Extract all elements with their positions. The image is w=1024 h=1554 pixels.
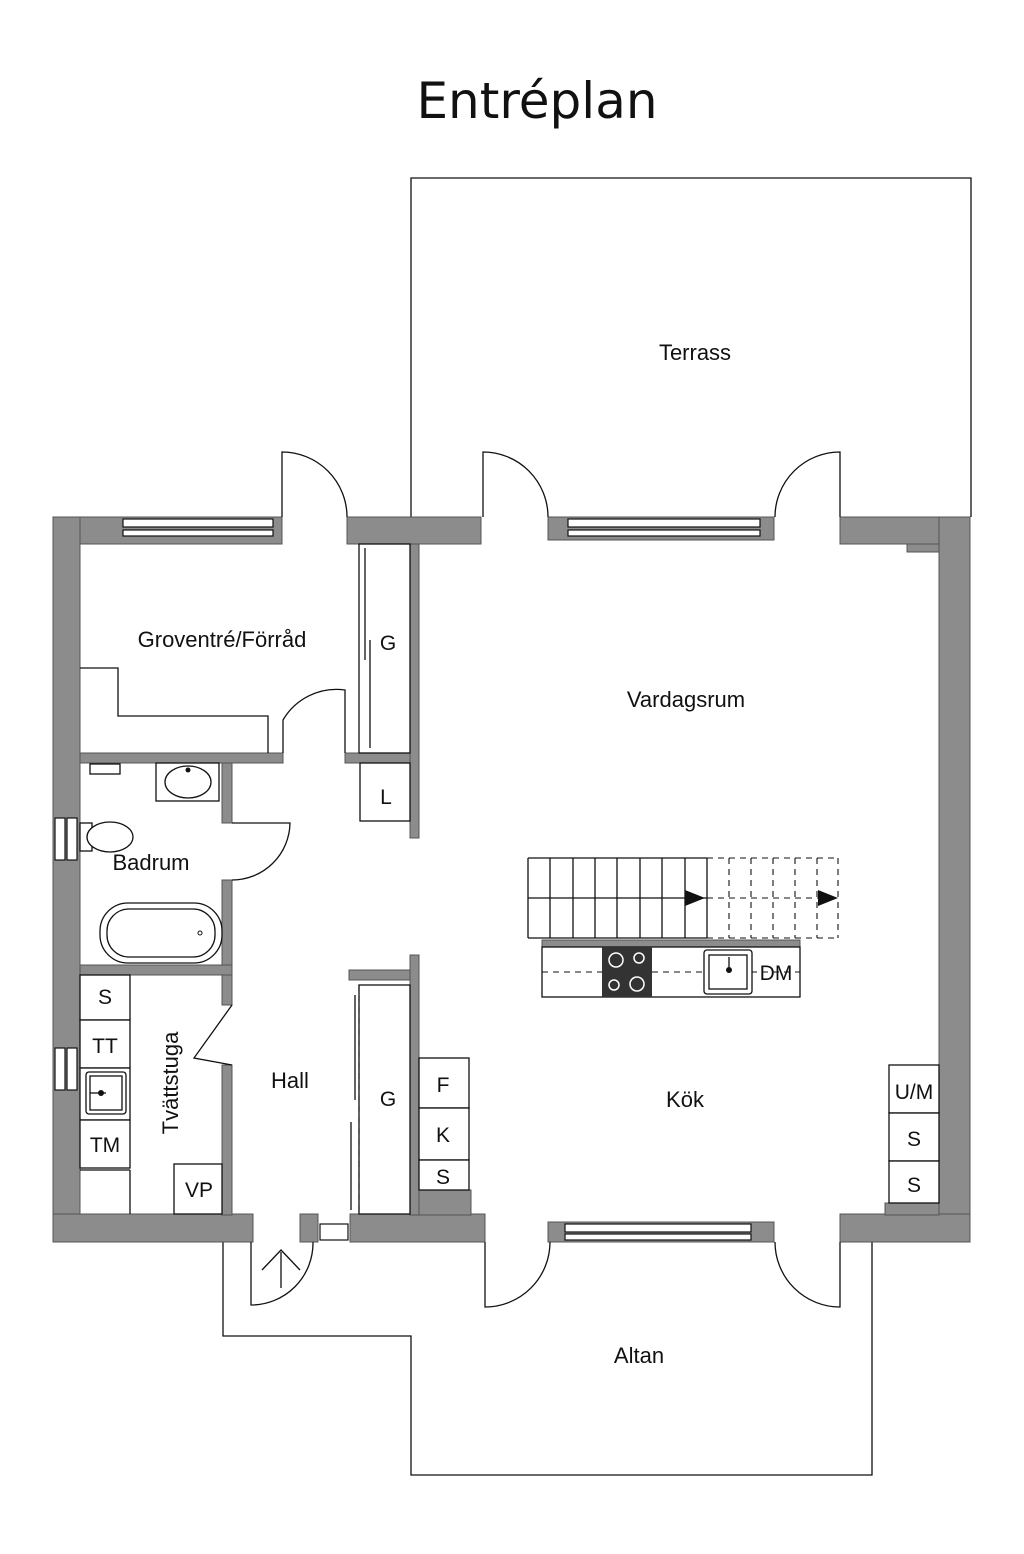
room-badrum: Badrum <box>112 850 189 875</box>
label-kyl: K <box>436 1124 450 1147</box>
room-terrass: Terrass <box>659 340 731 365</box>
room-vardagsrum: Vardagsrum <box>627 687 745 712</box>
label-fridge: F <box>437 1074 450 1097</box>
laundry-fixtures <box>79 974 223 1215</box>
bathroom-fixtures <box>79 762 223 964</box>
door-tvattstuga <box>192 1004 233 1066</box>
label-linen: L <box>380 786 392 809</box>
windows <box>54 518 761 1241</box>
door-groventre <box>282 688 346 753</box>
entrance-arrow-icon <box>261 1249 301 1288</box>
room-hall: Hall <box>271 1068 309 1093</box>
kitchen-island <box>541 939 801 998</box>
label-vp: VP <box>185 1179 213 1202</box>
linen-cabinet <box>359 762 411 822</box>
doors <box>192 451 841 1308</box>
label-laundry-s: S <box>98 986 112 1009</box>
door-badrum <box>231 822 291 881</box>
room-tvattstuga: Tvättstuga <box>158 1031 183 1134</box>
terrace-outline <box>410 177 972 517</box>
room-kok: Kök <box>666 1087 705 1112</box>
label-cabinet-s2: S <box>907 1174 921 1197</box>
door-groventre-exterior <box>281 451 348 518</box>
label-wardrobe-hall: G <box>380 1088 396 1111</box>
wardrobe-upper <box>358 543 411 754</box>
door-entrance <box>250 1241 314 1306</box>
altan-outline <box>222 1242 873 1476</box>
room-groventre: Groventré/Förråd <box>138 627 307 652</box>
door-altan-right <box>774 1241 841 1308</box>
kitchen-left-cabinets <box>418 1057 470 1191</box>
label-cabinet-s1: S <box>907 1128 921 1151</box>
door-terrace-right <box>774 451 841 518</box>
staircase <box>527 857 839 939</box>
plan-title: Entréplan <box>416 72 657 130</box>
door-terrace-left <box>482 451 549 518</box>
room-altan: Altan <box>614 1343 664 1368</box>
wardrobe-hall <box>350 984 411 1215</box>
kitchen-right-cabinets <box>888 1064 940 1204</box>
exterior-walls <box>52 516 971 1243</box>
label-oven-micro: U/M <box>895 1081 934 1104</box>
label-dishwasher: DM <box>760 962 793 985</box>
groventre-counter <box>80 667 269 753</box>
label-wardrobe-upper: G <box>380 632 396 655</box>
label-kitchen-s: S <box>436 1166 450 1189</box>
label-washer: TM <box>90 1134 120 1157</box>
interior-walls <box>79 543 940 1216</box>
door-altan-left <box>484 1241 551 1308</box>
label-dryer: TT <box>92 1035 118 1058</box>
